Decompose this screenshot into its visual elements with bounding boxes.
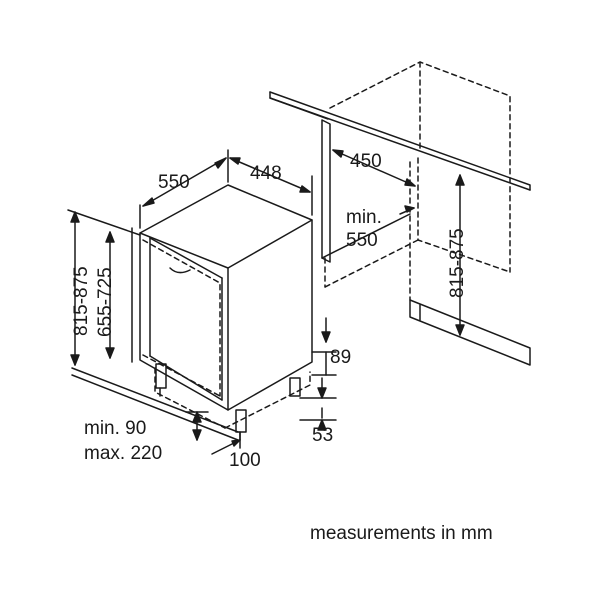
worktop (269, 91, 531, 191)
dim-line-min-550 (399, 205, 415, 215)
label-plinth-min-90: min. 90 (84, 418, 147, 439)
dim-line-plinth-height (185, 411, 209, 441)
label-width-448: 448 (250, 163, 282, 184)
label-niche-depth-450: 450 (350, 151, 382, 172)
dim-line-448 (229, 157, 313, 216)
dim-line-53 (299, 377, 337, 431)
dim-line-655-725 (105, 227, 133, 363)
label-plinth-53: 53 (312, 425, 334, 446)
label-depth-550: 550 (158, 172, 190, 193)
door-dashed-outline (142, 239, 221, 397)
label-door-655-725: 655-725 (95, 267, 116, 337)
dim-line-89 (311, 317, 337, 376)
niche-outline (324, 61, 511, 301)
label-height-815-875-right: 815-875 (447, 228, 468, 298)
label-min-width-550: 550 (346, 230, 378, 251)
caption: measurements in mm (310, 523, 493, 544)
label-min: min. (346, 207, 382, 228)
label-plinth-89: 89 (330, 347, 352, 368)
dim-line-550 (139, 149, 229, 229)
dim-line-815-875-left (70, 211, 80, 366)
dim-line-100 (211, 431, 241, 455)
floor-left (67, 209, 239, 441)
label-depth-100: 100 (229, 450, 261, 471)
floor-right (409, 299, 531, 366)
dim-line-815-875-right (455, 174, 465, 336)
cabinet-side-panel (321, 119, 411, 263)
label-height-815-875-left: 815-875 (71, 266, 92, 336)
dim-line-450 (332, 149, 416, 187)
plinth-outline (154, 367, 311, 429)
label-plinth-max-220: max. 220 (84, 443, 163, 464)
